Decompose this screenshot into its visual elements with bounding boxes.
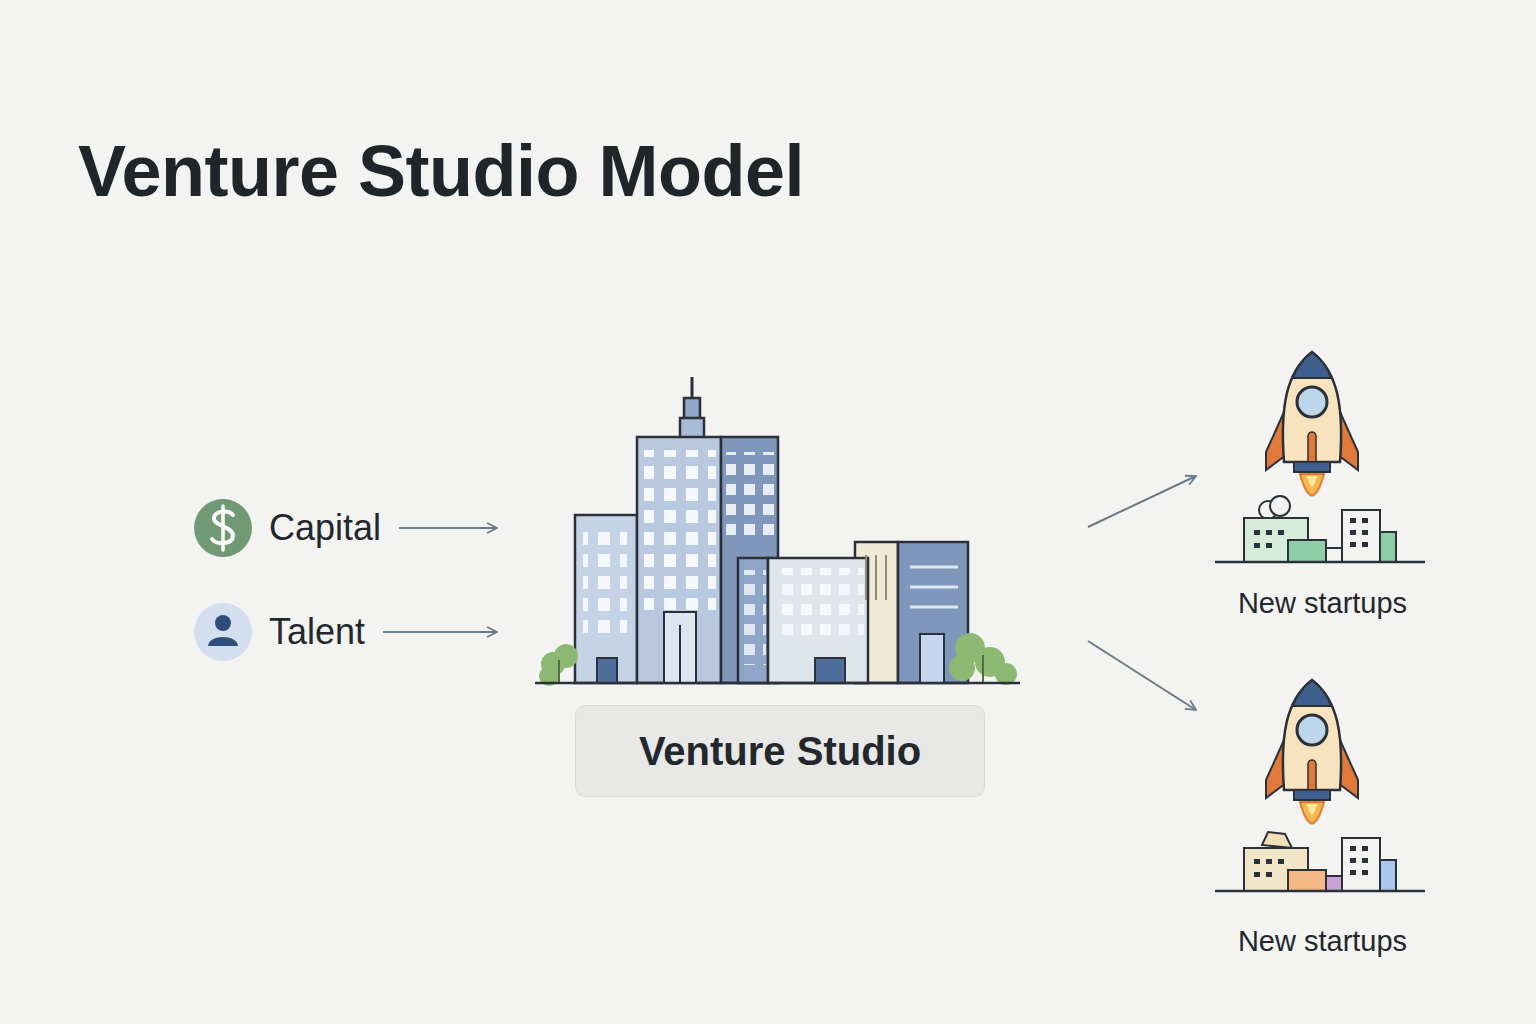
icon-space	[193, 602, 253, 662]
input-label: Talent	[269, 611, 365, 653]
input-label: Capital	[269, 507, 381, 549]
flow-arrow	[383, 631, 497, 633]
flow-arrow	[399, 527, 497, 529]
flow-arrow	[1088, 641, 1196, 710]
input-node: Capital	[193, 498, 381, 558]
startup-label: New startups	[1200, 587, 1445, 620]
startup-label: New startups	[1200, 925, 1445, 958]
input-node: Talent	[193, 602, 365, 662]
icon-space	[193, 498, 253, 558]
studio-node: Venture Studio	[535, 375, 1020, 795]
studio-label: Venture Studio	[639, 729, 921, 774]
startup-node: New startups	[1200, 345, 1445, 635]
startup-node: New startups	[1200, 675, 1445, 975]
diagram-title: Venture Studio Model	[78, 130, 804, 212]
label-pill: Venture Studio	[575, 705, 985, 797]
flow-arrow	[1088, 476, 1196, 527]
